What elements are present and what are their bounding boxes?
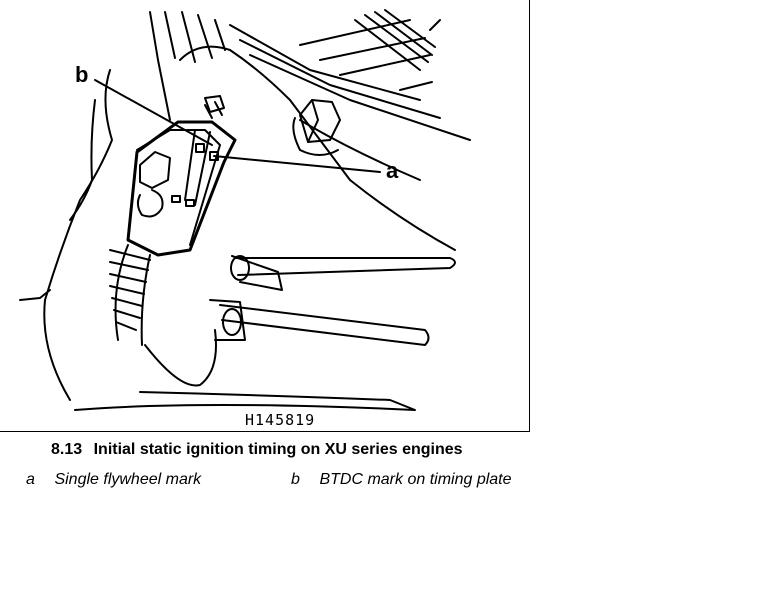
base-plate <box>74 391 416 411</box>
bracket <box>144 329 217 387</box>
legend-key: b <box>291 471 300 488</box>
timing-slot <box>194 131 211 206</box>
rod-end <box>230 255 250 281</box>
lower-mark <box>185 199 195 207</box>
btdc-mark <box>195 143 205 153</box>
flywheel-teeth <box>109 249 151 331</box>
legend-text: BTDC mark on timing plate <box>319 471 512 488</box>
leader-line-a <box>213 155 381 173</box>
casting-rib <box>249 54 471 141</box>
flywheel-edge <box>140 254 151 346</box>
upper-bolt <box>204 95 225 113</box>
bolt-head <box>307 99 319 143</box>
plate-bolt <box>136 189 164 218</box>
legend-text: Single flywheel mark <box>54 471 202 488</box>
leader-line-b <box>94 79 213 146</box>
timing-slot <box>184 129 196 201</box>
casting-rib <box>239 39 441 119</box>
lower-mark <box>171 195 181 203</box>
rod-end-2 <box>222 308 242 336</box>
casting-rib <box>399 81 433 91</box>
bolt-collar <box>292 117 339 156</box>
timing-plate-inner <box>136 129 221 246</box>
flywheel-edge <box>114 244 129 341</box>
rod-sleeve-2 <box>209 299 246 341</box>
casting-rib <box>429 19 441 31</box>
casting-rib <box>319 37 426 61</box>
rod-sleeve <box>231 255 283 291</box>
legend-key: a <box>26 471 35 488</box>
figure-panel: b a H145819 <box>0 0 530 432</box>
callout-label-a: a <box>386 158 399 183</box>
bracket <box>19 289 51 301</box>
housing-outline <box>43 69 113 401</box>
casting-rib <box>164 11 176 59</box>
casting-rib <box>149 11 171 121</box>
casting-rib <box>299 19 411 46</box>
timing-plate <box>126 120 237 257</box>
housing-outline <box>69 99 96 221</box>
figure-caption: 8.13 Initial static ignition timing on X… <box>51 441 463 459</box>
pointer-rod-2 <box>219 304 430 346</box>
upper-bolt <box>204 101 223 119</box>
casting-rib <box>181 11 196 63</box>
cooling-fin <box>354 9 436 71</box>
casting-rib <box>229 24 421 101</box>
engine-timing-illustration <box>19 9 471 411</box>
legend-item-a: a Single flywheel mark <box>26 471 201 489</box>
plate-bolt <box>139 151 171 189</box>
housing-outline <box>299 119 421 181</box>
legend-item-b: b BTDC mark on timing plate <box>291 471 512 489</box>
callout-label-b: b <box>75 62 89 87</box>
figure-title: Initial static ignition timing on XU ser… <box>93 441 463 458</box>
casting-rib <box>214 19 226 51</box>
figure-number: 8.13 <box>51 441 83 458</box>
housing-outline <box>179 45 456 251</box>
pointer-rod <box>234 257 456 276</box>
casting-rib <box>339 54 431 76</box>
drawing-reference: H145819 <box>245 411 316 429</box>
casting-rib <box>197 14 213 59</box>
